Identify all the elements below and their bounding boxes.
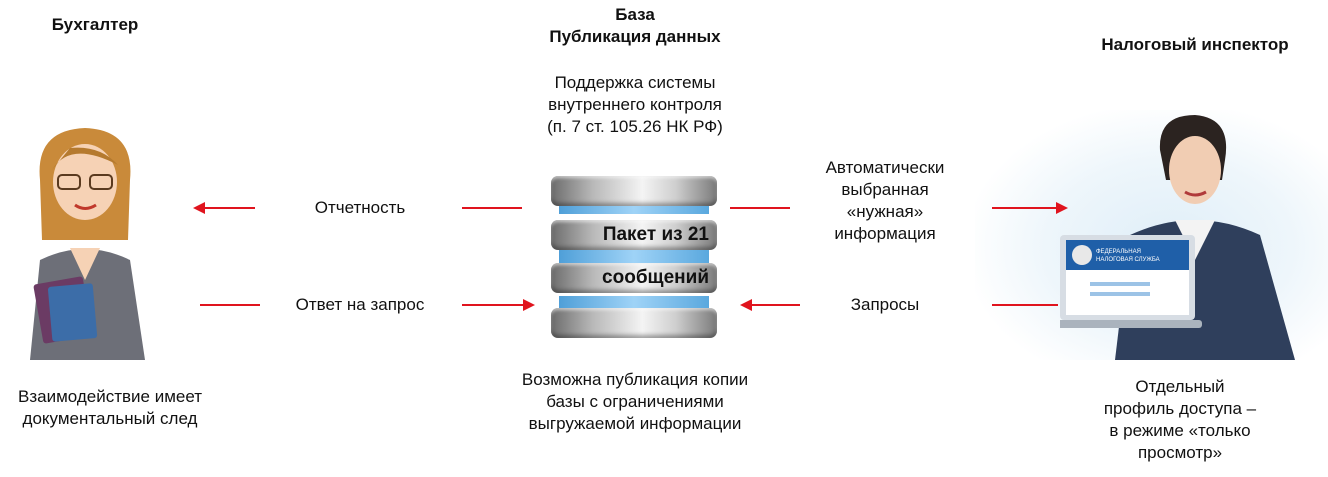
- center-title: База Публикация данных: [520, 4, 750, 48]
- flow-auto-info-label: Автоматически выбранная «нужная» информа…: [800, 157, 970, 245]
- arrow-response-to-db: [462, 304, 524, 306]
- db-disk-packet: Пакет из 21: [551, 220, 717, 250]
- arrow-reporting-to-accountant: [203, 207, 255, 209]
- db-disk: [551, 176, 717, 206]
- label-line: Автоматически: [825, 158, 945, 177]
- db-band: [559, 250, 709, 264]
- note-line: (п. 7 ст. 105.26 НК РФ): [547, 117, 723, 136]
- arrow-info-to-inspector: [992, 207, 1058, 209]
- db-disk: [551, 308, 717, 338]
- inspector-illustration: ФЕДЕРАЛЬНАЯ НАЛОГОВАЯ СЛУЖБА: [1060, 115, 1295, 360]
- line-requests-from-inspector: [992, 304, 1058, 306]
- caption-line: Возможна публикация копии: [521, 370, 749, 389]
- flow-requests-label: Запросы: [850, 295, 920, 314]
- laptop-logo-text: НАЛОГОВАЯ СЛУЖБА: [1096, 257, 1160, 263]
- caption-line: документальный след: [22, 409, 198, 428]
- line-info-from-db: [730, 207, 790, 209]
- inspector-caption: Отдельный профиль доступа – в режиме «то…: [1080, 376, 1280, 464]
- caption-line: просмотр»: [1137, 443, 1223, 462]
- arrow-head-right: [1056, 202, 1068, 214]
- db-disk-messages: сообщений: [551, 263, 717, 293]
- accountant-caption: Взаимодействие имеет документальный след: [0, 386, 220, 430]
- label-line: выбранная: [841, 180, 929, 199]
- center-title-line: База: [615, 5, 655, 24]
- note-line: Поддержка системы: [554, 73, 716, 92]
- arrow-head-left: [740, 299, 752, 311]
- inspector-title: Налоговый инспектор: [1101, 35, 1289, 54]
- laptop-logo-text: ФЕДЕРАЛЬНАЯ: [1096, 249, 1141, 255]
- center-caption: Возможна публикация копии базы с огранич…: [495, 369, 775, 435]
- caption-line: базы с ограничениями: [546, 392, 724, 411]
- caption-line: Отдельный: [1135, 377, 1225, 396]
- line-reporting-from-db: [462, 207, 522, 209]
- caption-line: профиль доступа –: [1103, 399, 1257, 418]
- caption-line: в режиме «только: [1109, 421, 1251, 440]
- accountant-illustration: [30, 128, 145, 360]
- line-response-from-accountant: [200, 304, 260, 306]
- center-title-line: Публикация данных: [549, 27, 721, 46]
- label-line: информация: [834, 224, 936, 243]
- internal-control-note: Поддержка системы внутреннего контроля (…: [520, 72, 750, 138]
- caption-line: Взаимодействие имеет: [17, 387, 203, 406]
- db-band: [559, 296, 709, 310]
- flow-reporting-label: Отчетность: [314, 198, 406, 217]
- flow-response-label: Ответ на запрос: [295, 295, 425, 314]
- arrow-head-left: [193, 202, 205, 214]
- note-line: внутреннего контроля: [548, 95, 722, 114]
- label-line: «нужная»: [846, 202, 924, 221]
- accountant-title: Бухгалтер: [51, 15, 139, 34]
- caption-line: выгружаемой информации: [528, 414, 742, 433]
- arrow-head-right: [523, 299, 535, 311]
- arrow-requests-to-db: [750, 304, 800, 306]
